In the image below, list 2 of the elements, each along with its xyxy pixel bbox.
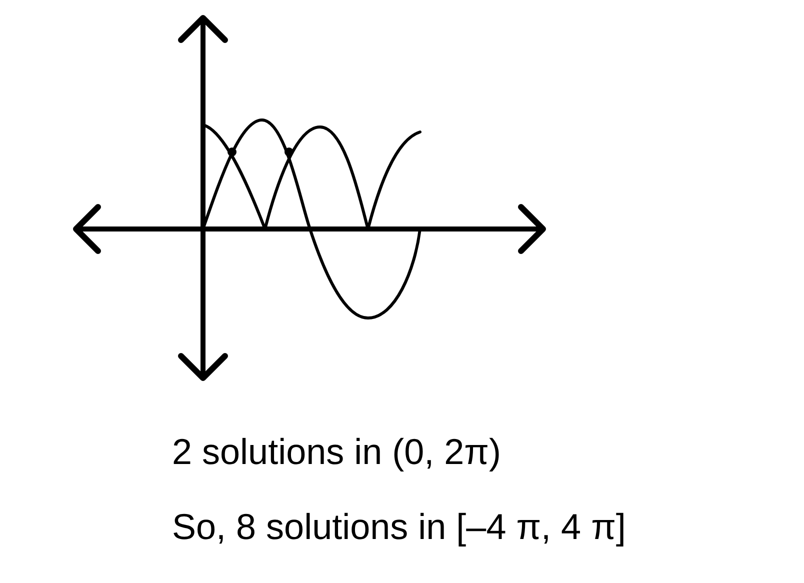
note-text: So, 8 solutions in [–4 π, 4 π]: [172, 505, 626, 549]
note-text: 2 solutions in (0, 2π): [172, 430, 501, 474]
